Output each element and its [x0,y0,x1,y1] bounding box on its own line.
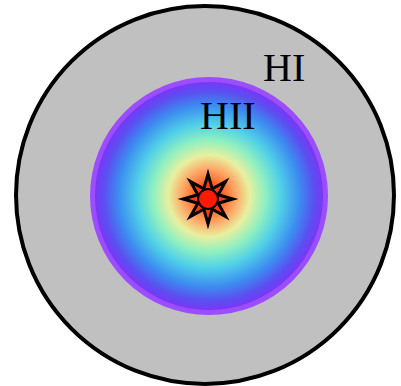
ionized-region-circle [93,80,326,313]
star-symbol [183,174,233,224]
region-label: HII [200,96,256,136]
region-label: HI [263,48,305,88]
neutral-region: HIHII [14,4,396,386]
neutral-region-circle [16,6,394,384]
ionized-region: HII [90,77,328,315]
star-core [198,189,218,209]
